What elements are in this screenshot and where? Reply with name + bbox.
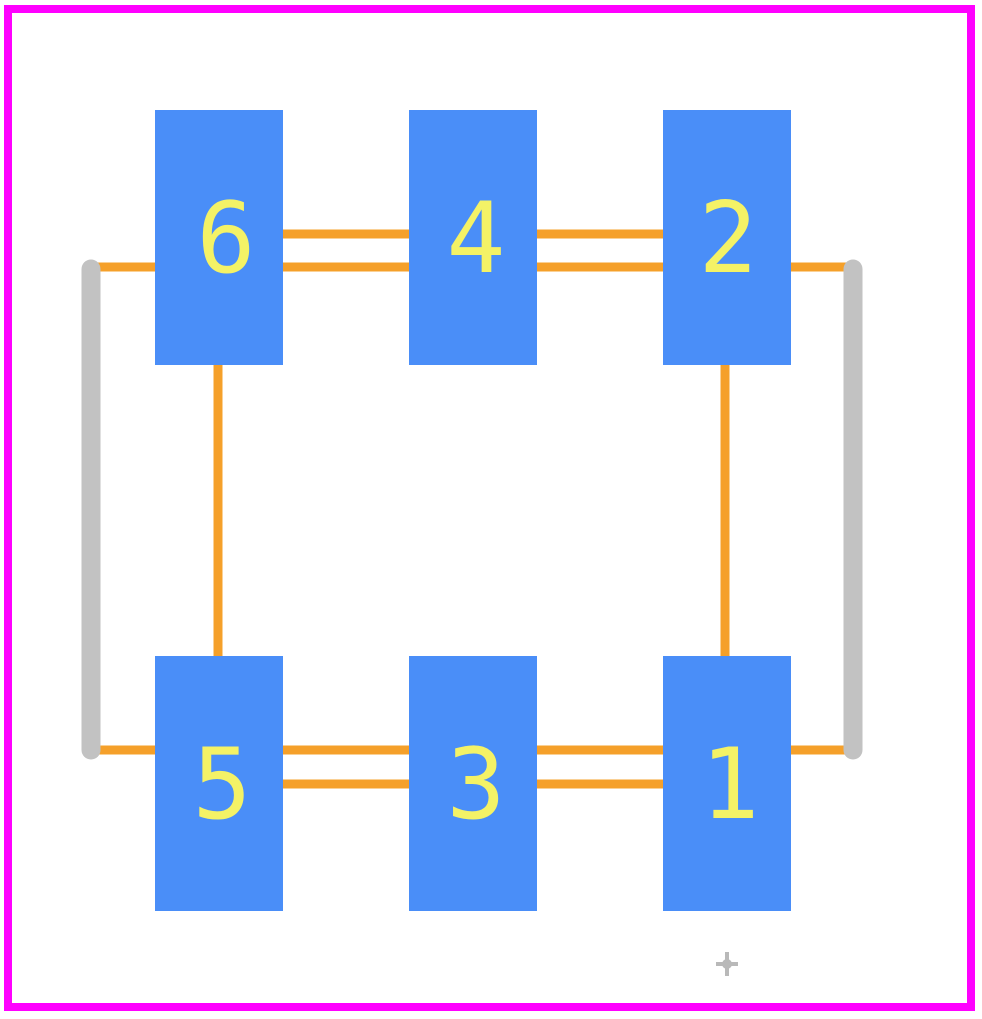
pad-4-body[interactable]	[409, 110, 537, 365]
pad[interactable]: 5	[155, 656, 283, 911]
pad[interactable]: 3	[409, 656, 537, 911]
pad-6-label: 6	[196, 182, 255, 296]
pad-4-label: 4	[446, 182, 505, 296]
pad-2-body[interactable]	[663, 110, 791, 365]
pad-3-body[interactable]	[409, 656, 537, 911]
pad[interactable]: 6	[155, 110, 283, 365]
pad-5-body[interactable]	[155, 656, 283, 911]
pad-2-label: 2	[698, 182, 757, 296]
pad-6-body[interactable]	[155, 110, 283, 365]
pad[interactable]: 2	[663, 110, 791, 365]
crosshair-icon	[716, 952, 738, 976]
pad[interactable]: 1	[663, 656, 791, 911]
fab-outline	[92, 229, 852, 789]
pad[interactable]: 4	[409, 110, 537, 365]
silkscreen-outline	[81, 259, 863, 760]
pad-1-body[interactable]	[663, 656, 791, 911]
pad-3-label: 3	[446, 728, 505, 842]
pad-5-label: 5	[192, 728, 251, 842]
courtyard-outline	[4, 5, 975, 1011]
pad-1-label: 1	[700, 728, 759, 842]
